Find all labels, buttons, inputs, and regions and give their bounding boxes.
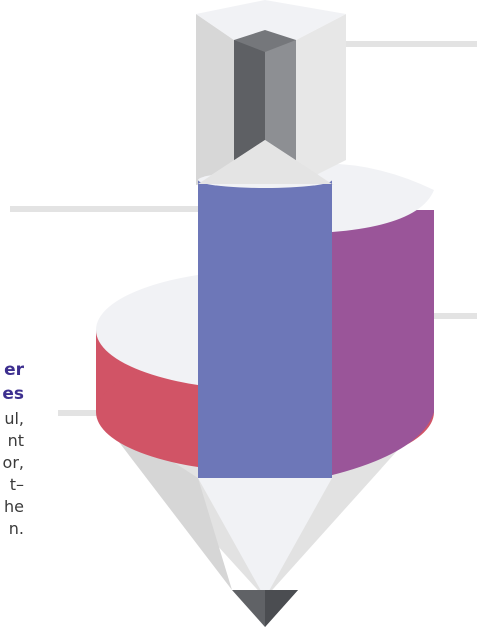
left-label-body: ul, nt or, t– he n.	[0, 408, 24, 540]
eraser-slot-top	[234, 30, 296, 52]
left-label-body-line: n.	[8, 519, 24, 538]
connector-line-top-right	[346, 41, 477, 47]
eraser-body-left	[196, 14, 234, 185]
left-label: er es ul, nt or, t– he n.	[0, 358, 24, 540]
blue-segment-top-peak	[198, 140, 332, 184]
pencil-cone-face	[198, 478, 332, 598]
pencil-lead-shade	[265, 590, 298, 627]
left-label-body-line: t–	[9, 475, 24, 494]
pencil-cone-shade-left	[96, 412, 232, 590]
left-label-body-line: he	[4, 497, 24, 516]
left-label-body-line: ul,	[4, 409, 24, 428]
eraser-body-right	[296, 14, 346, 185]
left-label-body-line: nt	[7, 431, 24, 450]
purple-segment	[320, 210, 434, 412]
purple-segment-bottom	[320, 412, 434, 478]
connector-line-lower-left	[58, 410, 98, 416]
connector-line-mid-right	[432, 313, 477, 319]
blue-segment	[198, 180, 332, 478]
eraser-top	[196, 0, 346, 40]
left-label-title-line: es	[2, 384, 24, 404]
left-label-title-line: er	[4, 360, 24, 380]
left-label-title: er es	[0, 358, 24, 406]
connector-line-mid-left	[10, 206, 198, 212]
left-label-body-line: or,	[2, 453, 24, 472]
